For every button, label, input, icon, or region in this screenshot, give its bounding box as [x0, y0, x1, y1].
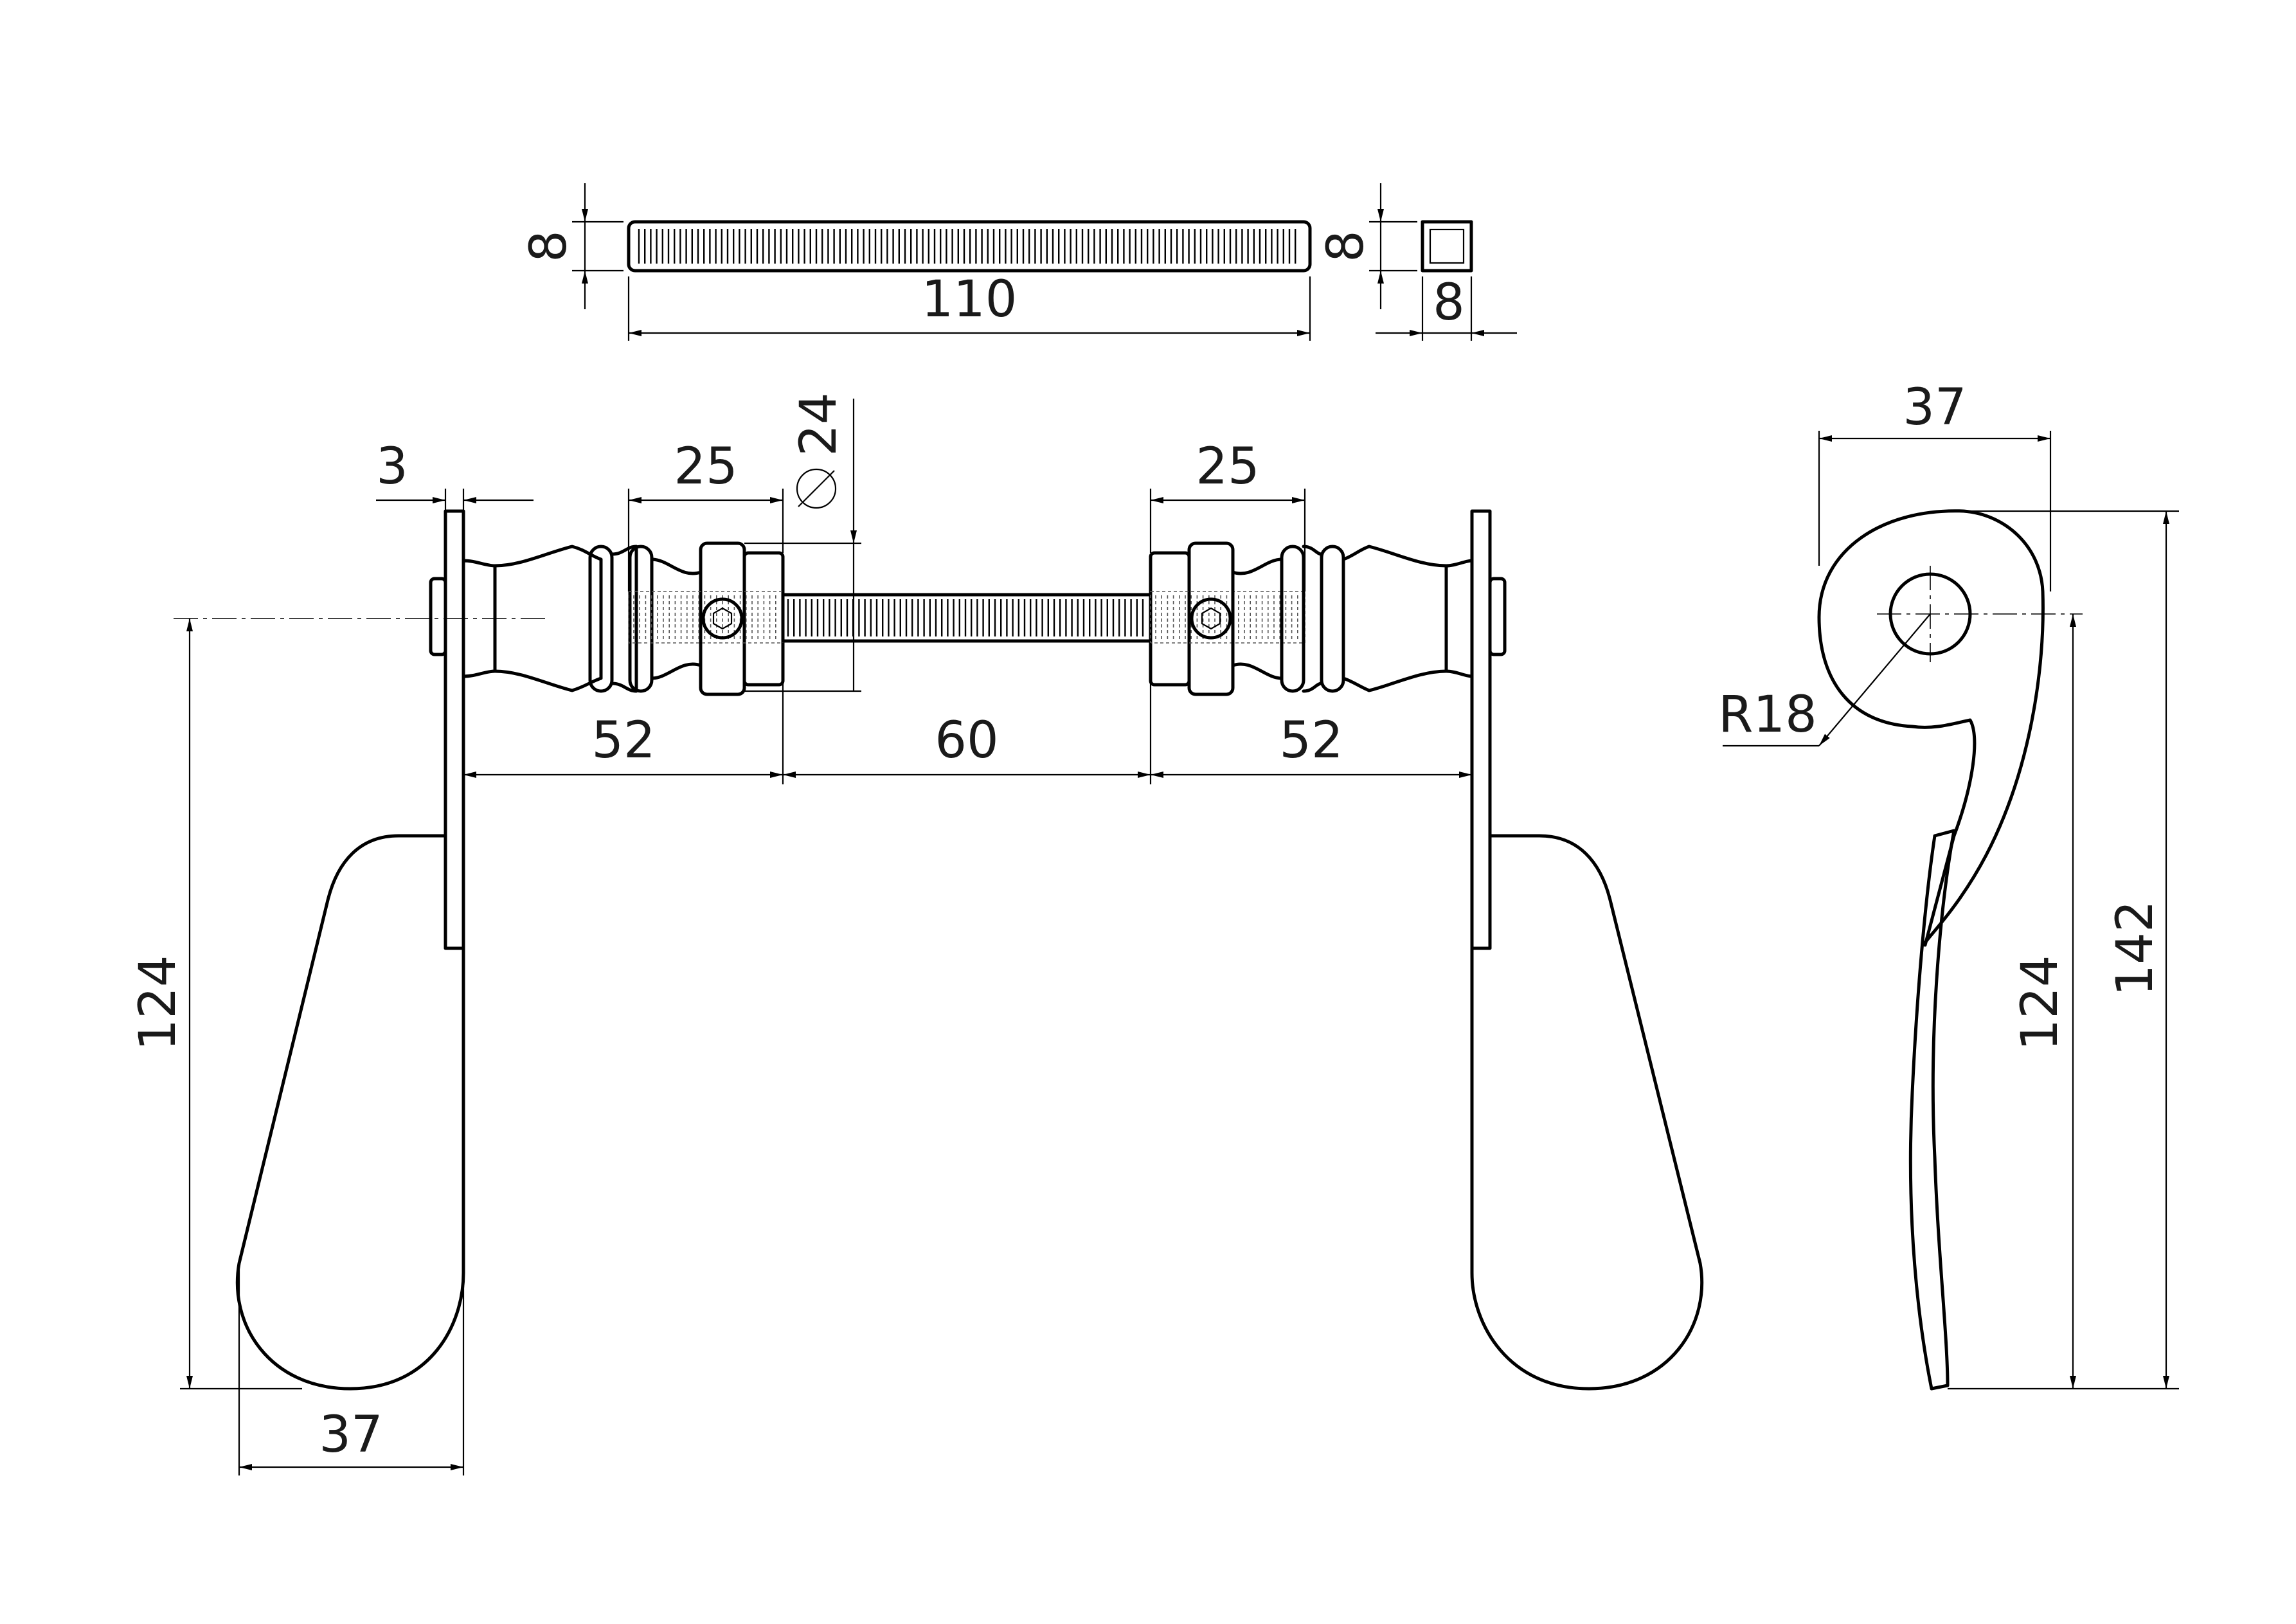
rosette-neck-right [1341, 545, 1474, 692]
lever-right [1470, 834, 1704, 1391]
dim-rose-thickness: 3 [376, 438, 408, 496]
dim-spindle-length: 110 [922, 271, 1018, 329]
dim-lever-length-front: 124 [129, 955, 187, 1051]
rose-pin-left [429, 577, 447, 656]
dim-span-left: 52 [591, 712, 655, 770]
spindle-body [627, 220, 1312, 273]
section-outer [1421, 220, 1473, 273]
dim-section-height: 8 [1317, 230, 1375, 262]
ring-right-2 [1320, 545, 1345, 693]
ring-left-1 [588, 545, 614, 693]
dim-collar-right: 25 [1196, 438, 1259, 496]
dim-collar-left: 25 [674, 438, 737, 496]
front-dimensions: 3 25 24 25 52 60 52 [129, 392, 1473, 1475]
dim-spindle-height: 8 [520, 230, 578, 262]
dim-section-width: 8 [1433, 274, 1465, 332]
dim-span-right: 52 [1279, 712, 1343, 770]
dim-span-middle: 60 [935, 712, 998, 770]
side-dimensions: 37 R18 124 142 [1718, 379, 2179, 1390]
spindle-knurl [638, 229, 1296, 264]
grub-screw-left [701, 597, 744, 640]
rose-plate-right [1470, 509, 1492, 950]
spindle-dimensions: 8 110 [520, 183, 1311, 341]
front-view [235, 509, 1704, 1391]
diameter-symbol [796, 468, 837, 509]
dim-overall-height-side: 142 [2106, 901, 2164, 997]
ring-right-1 [1280, 545, 1305, 693]
grub-screw-right [1190, 597, 1232, 640]
dim-lever-length-side: 124 [2011, 955, 2069, 1051]
ring-left-2 [628, 545, 654, 693]
rose-plate-left [444, 509, 465, 950]
lever-side-blade [1908, 829, 1956, 1391]
dim-lever-width-front: 37 [319, 1406, 382, 1464]
dim-head-width-side: 37 [1903, 379, 1966, 437]
dim-collar-diameter: 24 [790, 392, 848, 456]
side-view [1817, 509, 2083, 1391]
collar-right-body [1149, 551, 1191, 687]
lever-left [235, 834, 465, 1391]
lever-side-profile [1817, 509, 2045, 947]
section-inner [1429, 228, 1465, 264]
spindle-section: 8 8 [1317, 183, 1517, 341]
spindle-top-view [627, 220, 1312, 273]
rose-pin-right [1488, 577, 1507, 656]
dim-radius-side: R18 [1718, 686, 1816, 744]
